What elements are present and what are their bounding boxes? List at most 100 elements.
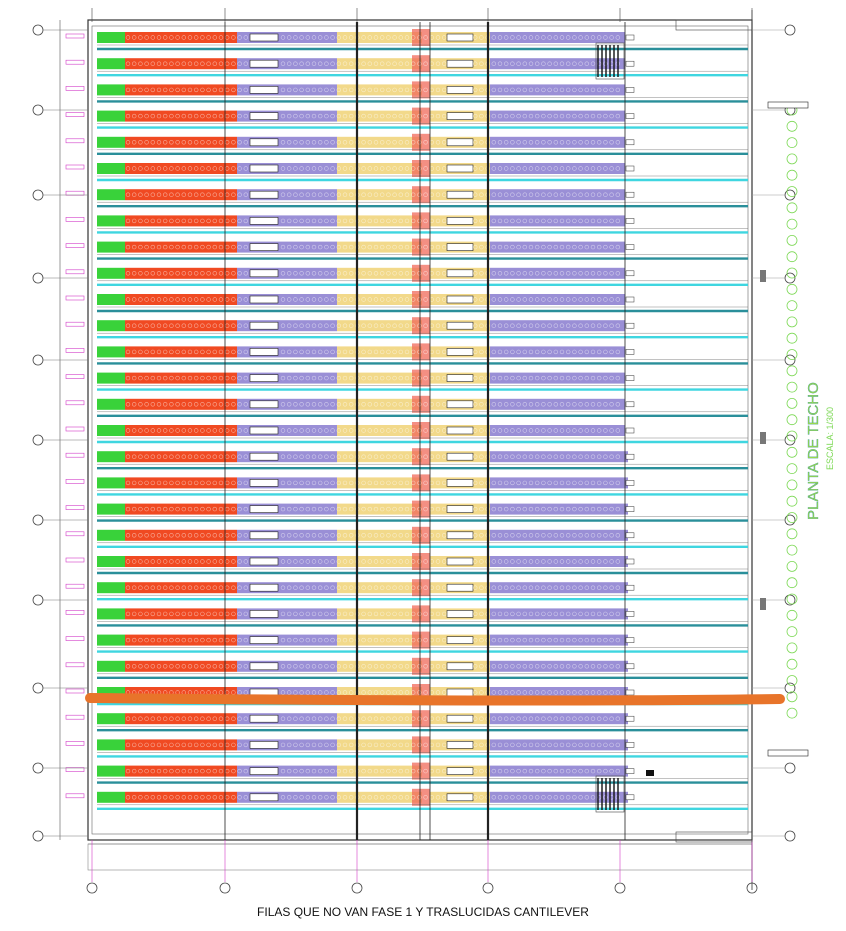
green-bay [97, 791, 125, 803]
equipment-block [249, 557, 279, 566]
yellow-bay [337, 556, 422, 567]
circle-marker-icon [784, 514, 796, 526]
purple-bay-right [490, 451, 628, 463]
circle-marker-icon [32, 272, 44, 284]
red-bay [125, 477, 237, 489]
row-tag [65, 741, 85, 746]
green-bay [97, 320, 125, 332]
panel-row [65, 264, 748, 286]
equipment-block [446, 426, 474, 435]
purple-bay [237, 713, 337, 725]
panel-row [65, 343, 748, 365]
purple-bay [237, 687, 337, 698]
equipment-block [446, 557, 474, 566]
red-bay [125, 791, 237, 803]
green-bay [97, 372, 125, 384]
equipment-block [446, 767, 474, 775]
row-end-mark [625, 139, 635, 146]
circle-marker-icon [784, 189, 796, 201]
yellow-bay [337, 189, 422, 201]
green-bay [97, 529, 125, 541]
equipment-block [446, 217, 474, 225]
row-end-mark [625, 296, 635, 303]
equipment-block [249, 767, 279, 775]
circle-marker-icon [786, 512, 798, 523]
circle-marker-icon [786, 218, 798, 230]
green-bay [97, 32, 125, 43]
circle-marker-icon [786, 202, 798, 214]
circle-marker-icon [784, 762, 796, 774]
green-bay [97, 503, 125, 515]
panel-row [65, 500, 748, 522]
circle-marker-icon [32, 104, 44, 116]
red-bay [125, 608, 237, 620]
equipment-block [249, 217, 279, 225]
circle-marker-icon [786, 642, 798, 654]
row-tag [65, 688, 85, 694]
equipment-block [249, 479, 279, 487]
circle-marker-icon [482, 882, 494, 894]
equipment-block [446, 59, 474, 68]
panel-row [65, 553, 748, 575]
circle-marker-icon [786, 609, 798, 621]
row-end-mark [625, 611, 635, 617]
circle-marker-icon [786, 267, 798, 279]
row-end-mark [625, 663, 635, 670]
equipment-block [249, 164, 279, 173]
green-bay [97, 713, 125, 725]
circle-marker-icon [786, 463, 798, 475]
red-bay [125, 32, 237, 43]
green-bay [97, 556, 125, 567]
circle-marker-icon [32, 594, 44, 606]
equipment-block [446, 321, 474, 330]
green-bay [97, 58, 125, 70]
orange-highlight-line [85, 693, 785, 706]
circle-marker-icon [786, 316, 798, 328]
purple-bay [237, 32, 337, 43]
red-bay [125, 84, 237, 96]
purple-bay [237, 634, 337, 646]
yellow-bay [337, 84, 422, 96]
row-tag [65, 479, 85, 484]
row-end-mark [625, 584, 635, 591]
yellow-bay [337, 425, 422, 436]
equipment-block [446, 33, 474, 42]
column-rect-icon [767, 749, 809, 757]
purple-bay-right [490, 765, 628, 777]
row-end-mark [625, 113, 635, 119]
circle-marker-icon [746, 882, 758, 894]
panel-row [65, 448, 748, 470]
yellow-bay [337, 372, 422, 384]
green-bay [97, 634, 125, 646]
equipment-block [249, 86, 279, 94]
panel-row [65, 291, 748, 313]
green-bay [97, 189, 125, 201]
yellow-bay [337, 687, 422, 698]
purple-bay-right [490, 582, 628, 594]
panel-row [65, 29, 748, 51]
equipment-block [446, 714, 474, 723]
row-end-mark [625, 165, 635, 172]
equipment-block [249, 243, 279, 251]
drawing-title: PLANTA DE TECHO [805, 382, 822, 520]
row-tag [65, 557, 85, 563]
purple-bay [237, 477, 337, 489]
red-bay [125, 582, 237, 594]
row-end-mark [625, 715, 635, 722]
equipment-block [446, 164, 474, 173]
panel-row [65, 212, 748, 234]
circle-marker-icon [786, 137, 798, 149]
yellow-bay [337, 346, 422, 358]
circle-marker-icon [32, 24, 44, 36]
circle-marker-icon [784, 24, 796, 36]
yellow-bay [337, 477, 422, 489]
red-bay [125, 556, 237, 567]
equipment-block [446, 190, 474, 199]
panel-row [65, 736, 748, 758]
green-bay [97, 136, 125, 148]
circle-marker-icon [786, 169, 798, 181]
red-bay [125, 346, 237, 358]
purple-bay-right [490, 660, 628, 672]
green-bay [97, 687, 125, 698]
purple-bay [237, 582, 337, 594]
